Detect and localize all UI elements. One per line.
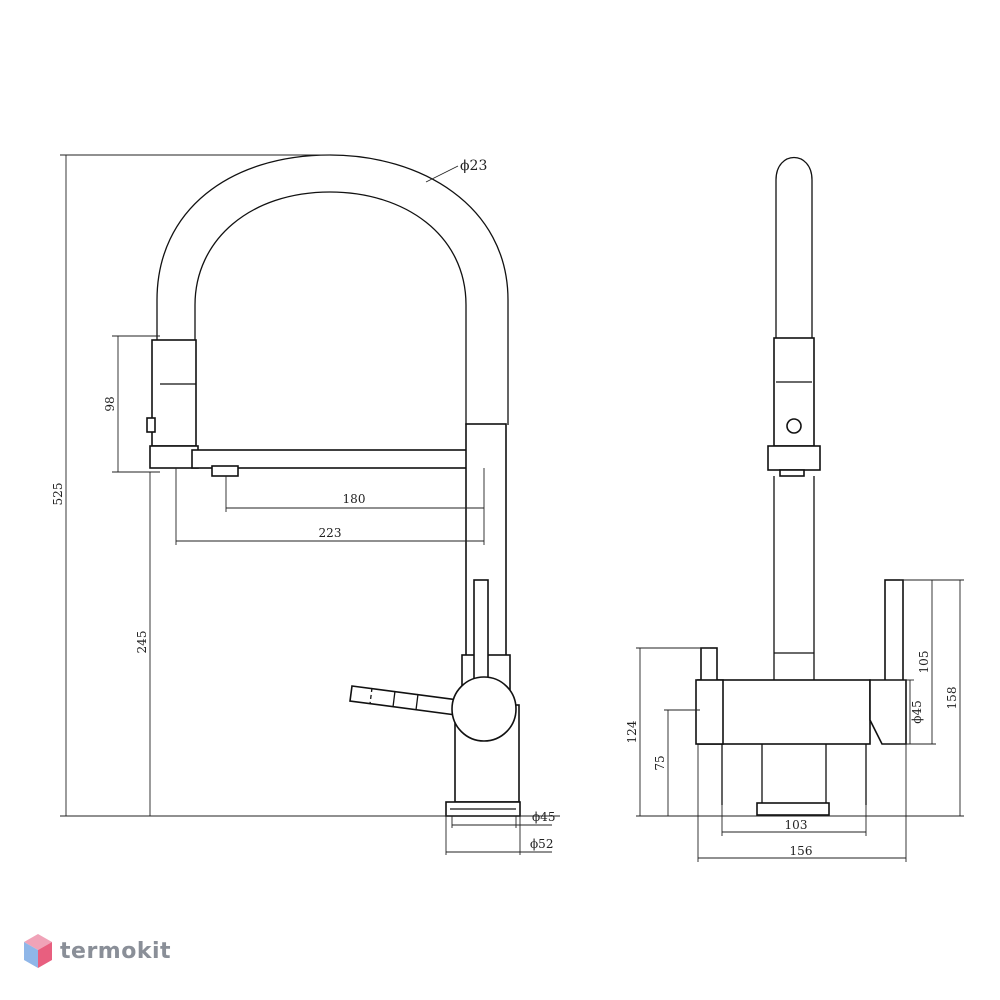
handle-knob <box>451 676 517 742</box>
dim-reach-outer: 223 <box>319 526 342 540</box>
spray-collar <box>149 445 199 469</box>
side-body-lower <box>721 744 867 805</box>
side-collar-outlet <box>779 469 805 477</box>
arm-outlet <box>211 465 239 477</box>
side-lever <box>884 579 904 685</box>
side-spray-button <box>786 418 802 434</box>
brand-name: termokit <box>60 938 172 964</box>
dim-side-low-height: 75 <box>653 755 667 770</box>
dim-side-lever-diameter: ϕ45 <box>910 700 924 723</box>
side-lever-knob <box>869 679 907 745</box>
dim-head-height: 98 <box>103 396 117 411</box>
side-spout-top <box>775 156 813 340</box>
dim-side-inner-width: 103 <box>785 818 808 832</box>
dim-total-height: 525 <box>51 483 65 506</box>
brand-logo: termokit <box>24 934 171 968</box>
dim-reach-inner: 180 <box>343 492 366 506</box>
column-lever-slot <box>473 579 489 691</box>
side-base <box>756 802 830 816</box>
side-left-cap <box>700 647 718 683</box>
side-collar <box>767 445 821 471</box>
dim-base-inner-diameter: ϕ45 <box>532 810 555 824</box>
spout-arc-outer <box>156 154 509 425</box>
dim-outlet-height: 245 <box>135 631 149 654</box>
handle-lever <box>349 685 459 716</box>
side-left-block <box>695 679 724 745</box>
front-view: 525 98 245 180 223 ϕ45 ϕ52 ϕ23 <box>51 154 560 855</box>
dim-side-handle-height: 124 <box>625 720 639 743</box>
dim-side-outer-width: 156 <box>790 844 813 858</box>
dim-side-total-height: 158 <box>945 687 959 710</box>
spray-button <box>146 417 156 433</box>
dim-base-outer-diameter: ϕ52 <box>530 837 553 851</box>
spray-head <box>151 339 197 447</box>
side-body-upper <box>697 679 871 745</box>
dim-side-lever-height: 105 <box>917 651 931 674</box>
spout-arc-inner <box>194 191 467 425</box>
side-view: 124 75 105 158 ϕ45 103 156 <box>625 156 964 862</box>
cube-icon <box>24 934 52 968</box>
dim-spout-diameter: ϕ23 <box>460 158 487 174</box>
